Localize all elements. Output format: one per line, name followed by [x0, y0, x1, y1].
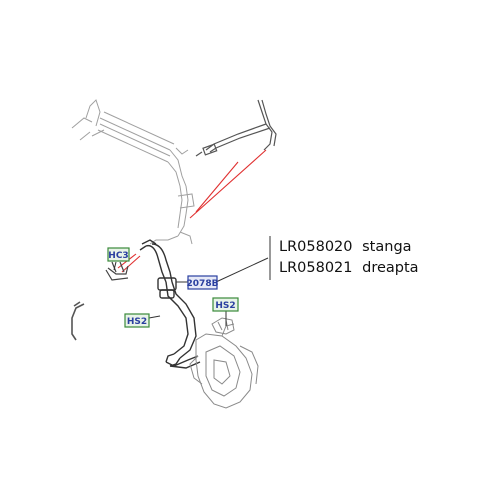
callout-hs2-right: HS2 — [212, 297, 239, 312]
hs2-right-label: HS2 — [215, 301, 235, 311]
callout-hc3: HC3 — [107, 247, 130, 262]
brake-hose — [139, 239, 201, 369]
left-edge-fragment — [71, 301, 85, 341]
part-number-2: LR058021 dreapta — [279, 260, 419, 276]
part-number-list: LR058020 stanga LR058021 dreapta — [279, 239, 419, 276]
callout-hs2-left: HS2 — [124, 313, 150, 328]
upper-right-brake-pipe — [195, 99, 277, 157]
hose-bracket — [105, 261, 129, 281]
callout-2078b: 2078B — [187, 275, 219, 290]
brake-caliper — [189, 317, 259, 409]
red-leader-lines — [117, 149, 267, 273]
hc3-label: HC3 — [108, 251, 128, 261]
upper-brake-pipe-bundle — [71, 99, 195, 245]
ref-2078b-label: 2078B — [187, 279, 219, 289]
part-number-2-side: dreapta — [362, 260, 418, 276]
part-number-2-code: LR058021 — [279, 260, 353, 276]
part-number-1-side: stanga — [362, 239, 411, 255]
hs2-left-label: HS2 — [127, 317, 147, 327]
part-number-1-code: LR058020 — [279, 239, 353, 255]
part-number-1: LR058020 stanga — [279, 239, 412, 255]
